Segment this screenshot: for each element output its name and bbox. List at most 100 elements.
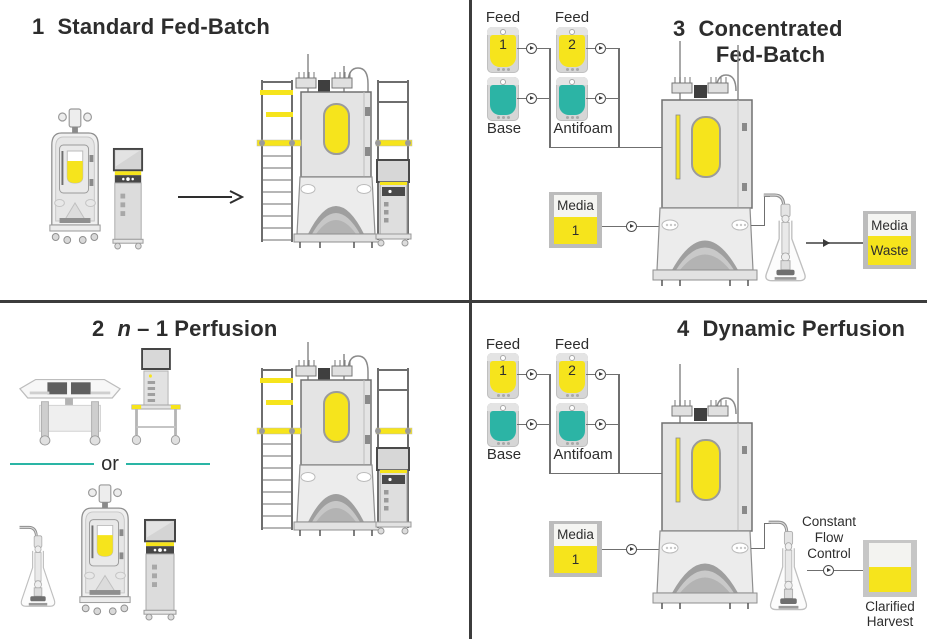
feed2-number: 2 bbox=[568, 362, 576, 378]
antifoam-bag-fill bbox=[559, 85, 585, 115]
tubing bbox=[517, 47, 528, 50]
quadrant-3-title-line1: Concentrated bbox=[698, 16, 843, 41]
pump-icon bbox=[626, 544, 637, 555]
feed2-bag-fill: 2 bbox=[559, 361, 585, 393]
quadrant-3-title-text: Concentrated Fed-Batch bbox=[698, 16, 842, 68]
harvest-label-line2: Harvest bbox=[866, 614, 914, 629]
bag-cap bbox=[487, 27, 519, 35]
bag-cap bbox=[487, 353, 519, 361]
base-bag-fill bbox=[490, 411, 516, 441]
clarified-harvest-label: Clarified Harvest bbox=[850, 599, 927, 629]
feed2-bag: 2 bbox=[556, 27, 588, 73]
media-container: Media 1 bbox=[549, 521, 602, 577]
or-divider-line-left bbox=[10, 463, 95, 465]
tubing bbox=[536, 97, 550, 100]
bag-cap bbox=[487, 403, 519, 411]
feed1-bag-fill: 1 bbox=[490, 35, 516, 67]
horizontal-divider bbox=[0, 300, 927, 303]
tubing bbox=[763, 195, 766, 226]
production-bioreactor-illustration bbox=[650, 364, 760, 611]
tubing bbox=[549, 472, 663, 475]
antifoam-bag bbox=[556, 77, 588, 121]
controller-tower-illustration bbox=[143, 518, 177, 621]
tubing bbox=[586, 423, 597, 426]
quadrant-3-number: 3 bbox=[673, 16, 686, 41]
controller-cart-illustration bbox=[130, 347, 182, 447]
tubing bbox=[605, 97, 619, 100]
quadrant-1-title: 1 Standard Fed-Batch bbox=[32, 14, 270, 40]
clarified-harvest-container bbox=[863, 540, 917, 597]
antifoam-bag-fill bbox=[559, 411, 585, 441]
tubing bbox=[586, 97, 597, 100]
bag-cap bbox=[556, 403, 588, 411]
or-divider: or bbox=[10, 452, 211, 476]
base-bag-fill bbox=[490, 85, 516, 115]
atf-flask-illustration bbox=[18, 519, 58, 613]
tubing bbox=[536, 47, 550, 50]
tubing bbox=[602, 225, 627, 228]
quadrant-4-number: 4 bbox=[677, 316, 690, 341]
feed1-label: Feed bbox=[485, 336, 521, 353]
tubing bbox=[806, 242, 863, 244]
tubing bbox=[536, 423, 550, 426]
media-container: Media 1 bbox=[549, 192, 602, 248]
flow-note-line3: Control bbox=[807, 546, 851, 561]
bag-ports bbox=[501, 442, 505, 445]
tubing bbox=[763, 522, 771, 525]
media-container-label: Media bbox=[554, 524, 597, 546]
pump-icon bbox=[626, 221, 637, 232]
tubing bbox=[517, 423, 528, 426]
quadrant-3-title: 3 Concentrated Fed-Batch bbox=[673, 16, 843, 68]
small-bioreactor-illustration bbox=[76, 483, 134, 618]
quadrant-4-title-text: Dynamic Perfusion bbox=[702, 316, 906, 341]
tubing bbox=[751, 224, 765, 227]
flow-note-line2: Flow bbox=[814, 530, 844, 545]
media-waste-container: Media Waste bbox=[863, 211, 916, 269]
vertical-divider bbox=[469, 0, 472, 639]
base-label: Base bbox=[486, 446, 522, 463]
tubing bbox=[602, 548, 627, 551]
bag-ports bbox=[501, 116, 505, 119]
tubing bbox=[763, 522, 766, 549]
bag-cap bbox=[556, 77, 588, 85]
controller-tower-illustration bbox=[112, 147, 144, 250]
feed1-number: 1 bbox=[499, 36, 507, 52]
tubing bbox=[834, 569, 863, 572]
feed2-bag: 2 bbox=[556, 353, 588, 399]
large-bioreactor-with-platform-illustration bbox=[256, 52, 416, 252]
feed2-label: Feed bbox=[554, 336, 590, 353]
bag-ports bbox=[501, 68, 505, 71]
feed2-label: Feed bbox=[554, 9, 590, 26]
base-bag bbox=[487, 77, 519, 121]
pump-icon bbox=[823, 565, 834, 576]
scale-up-arrow-icon bbox=[178, 190, 244, 204]
quadrant-3-title-line2: Fed-Batch bbox=[715, 42, 826, 67]
tubing bbox=[605, 47, 619, 50]
bag-cap bbox=[487, 77, 519, 85]
harvest-vessel bbox=[869, 543, 911, 592]
or-label: or bbox=[101, 453, 119, 475]
feed2-bag-fill: 2 bbox=[559, 35, 585, 67]
antifoam-label: Antifoam bbox=[553, 120, 613, 137]
bag-cap bbox=[556, 353, 588, 361]
bag-cap bbox=[556, 27, 588, 35]
flow-arrow-icon bbox=[823, 239, 830, 247]
bag-ports bbox=[570, 68, 574, 71]
media-container-label: Media bbox=[554, 195, 597, 217]
bag-ports bbox=[570, 394, 574, 397]
quadrant-2-title-variable: n bbox=[117, 316, 132, 341]
quadrant-2-title-minus-one: – 1 bbox=[137, 316, 169, 341]
waste-label-top: Media bbox=[868, 214, 911, 237]
flow-note-line1: Constant bbox=[801, 514, 857, 529]
small-bioreactor-illustration bbox=[46, 107, 104, 247]
tubing bbox=[637, 548, 660, 551]
base-label: Base bbox=[486, 120, 522, 137]
feed1-bag: 1 bbox=[487, 353, 519, 399]
feed1-label: Feed bbox=[485, 9, 521, 26]
quadrant-2-number: 2 bbox=[92, 316, 105, 341]
harvest-label-line1: Clarified bbox=[865, 599, 915, 614]
waste-label-bottom: Waste bbox=[868, 236, 911, 265]
tubing bbox=[751, 547, 765, 550]
quadrant-1-title-text: Standard Fed-Batch bbox=[57, 14, 271, 39]
